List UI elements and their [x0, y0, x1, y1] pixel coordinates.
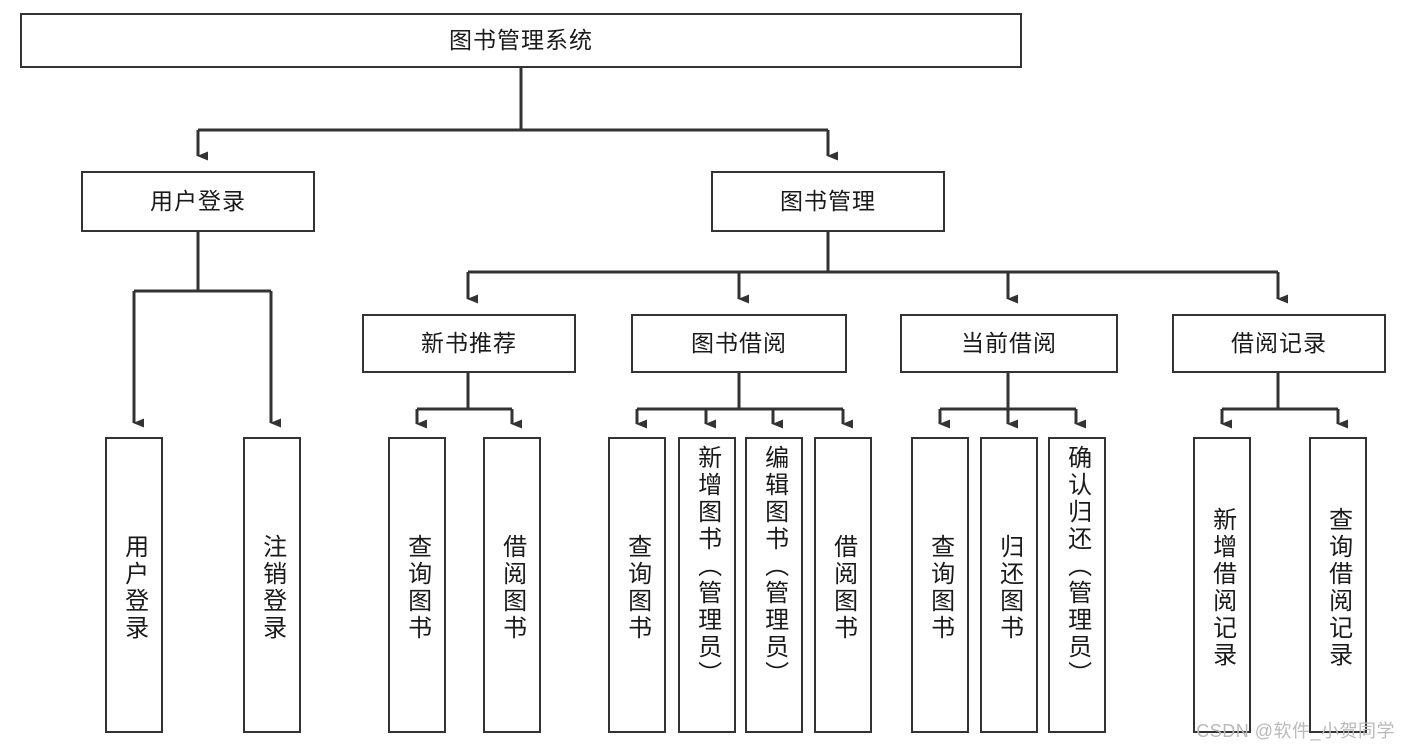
node-book-borrow[interactable]: 图书借阅: [631, 314, 847, 373]
node-leaf-add-borrow-record-label: 新增借阅记录: [1208, 507, 1236, 669]
node-leaf-borrow-book-1-label: 借阅图书: [498, 534, 526, 642]
node-leaf-borrow-book-1[interactable]: 借阅图书: [483, 437, 541, 733]
node-leaf-user-login-label: 用户登录: [120, 534, 148, 642]
node-leaf-confirm-return-admin[interactable]: 确认归还（管理员）: [1048, 437, 1106, 733]
node-leaf-query-book-1[interactable]: 查询图书: [388, 437, 446, 733]
node-leaf-query-book-2[interactable]: 查询图书: [608, 437, 666, 733]
node-leaf-query-book-3[interactable]: 查询图书: [911, 437, 969, 733]
node-leaf-borrow-book-2[interactable]: 借阅图书: [814, 437, 872, 733]
node-leaf-edit-book-admin[interactable]: 编辑图书（管理员）: [745, 437, 803, 733]
node-new-book-recommend-label: 新书推荐: [421, 329, 517, 356]
node-leaf-confirm-return-admin-label: 确认归还（管理员）: [1063, 445, 1091, 688]
node-leaf-return-book-label: 归还图书: [995, 534, 1023, 642]
node-title-box[interactable]: 图书管理系统: [20, 13, 1022, 68]
node-leaf-logout-login[interactable]: 注销登录: [243, 437, 301, 733]
node-current-borrow-label: 当前借阅: [961, 329, 1057, 356]
node-leaf-query-borrow-record-label: 查询借阅记录: [1324, 507, 1352, 669]
node-leaf-query-book-3-label: 查询图书: [926, 534, 954, 642]
node-leaf-add-borrow-record[interactable]: 新增借阅记录: [1193, 437, 1251, 733]
node-leaf-add-book-admin-label: 新增图书（管理员）: [693, 445, 721, 688]
node-book-management[interactable]: 图书管理: [711, 171, 945, 232]
node-leaf-logout-login-label: 注销登录: [258, 534, 286, 642]
node-leaf-user-login[interactable]: 用户登录: [105, 437, 163, 733]
node-leaf-add-book-admin[interactable]: 新增图书（管理员）: [678, 437, 736, 733]
node-borrow-record[interactable]: 借阅记录: [1172, 314, 1386, 373]
node-title-label: 图书管理系统: [449, 26, 593, 53]
node-leaf-borrow-book-2-label: 借阅图书: [829, 534, 857, 642]
node-leaf-query-book-1-label: 查询图书: [403, 534, 431, 642]
node-leaf-query-book-2-label: 查询图书: [623, 534, 651, 642]
node-leaf-query-borrow-record[interactable]: 查询借阅记录: [1309, 437, 1367, 733]
node-new-book-recommend[interactable]: 新书推荐: [362, 314, 576, 373]
node-user-login-label: 用户登录: [150, 187, 246, 214]
node-borrow-record-label: 借阅记录: [1231, 329, 1327, 356]
node-current-borrow[interactable]: 当前借阅: [900, 314, 1118, 373]
node-book-management-label: 图书管理: [780, 187, 876, 214]
node-book-borrow-label: 图书借阅: [691, 329, 787, 356]
node-leaf-edit-book-admin-label: 编辑图书（管理员）: [760, 445, 788, 688]
node-leaf-return-book[interactable]: 归还图书: [980, 437, 1038, 733]
node-user-login[interactable]: 用户登录: [81, 171, 315, 232]
